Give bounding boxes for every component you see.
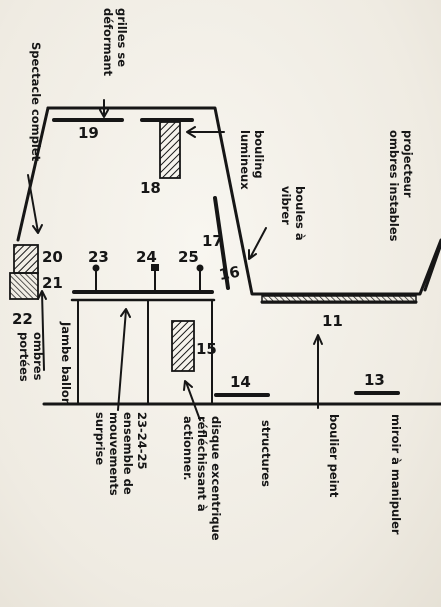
arrow-grilles-head: [99, 109, 109, 118]
label-boules: boules à vibrer: [279, 186, 307, 241]
stage-left-wall: [16, 106, 50, 242]
label-disque-line2: réfléchissant à: [195, 416, 209, 512]
label-ensemble-line3: mouvements: [107, 412, 121, 496]
number-18: 18: [140, 179, 161, 197]
pin-24-head: [151, 264, 159, 271]
number-13: 13: [364, 371, 385, 389]
label-ensemble-line4: surprise: [93, 412, 107, 465]
arrow-disque-head: [183, 380, 193, 391]
arrow-ensemble-head: [120, 308, 131, 318]
label-projecteur-line2: ombres instables: [387, 130, 401, 242]
label-projecteur-line1: projecteur: [401, 130, 415, 198]
label-boules-line1: boules à: [293, 186, 307, 241]
number-16: 16: [218, 263, 242, 284]
label-disque: disque excentrique réfléchissant à actio…: [181, 416, 223, 541]
number-19: 19: [78, 124, 99, 142]
label-spectacle: Spectacle complet: [29, 42, 43, 162]
label-disque-line3: actionner.: [181, 416, 195, 481]
arrow-spectacle-head: [32, 224, 43, 234]
number-23: 23: [88, 248, 109, 266]
arrow-boulier-head: [313, 334, 323, 345]
label-grilles: grilles se déformant: [101, 8, 129, 77]
number-14: 14: [230, 373, 251, 391]
arrow-spectacle: [27, 174, 39, 233]
label-spectacle-text: Spectacle complet: [29, 42, 43, 162]
disque-block: [171, 320, 195, 372]
arrow-disque: [185, 381, 201, 421]
arrow-bouling-head: [186, 126, 196, 138]
number-11: 11: [322, 312, 343, 330]
label-boulier-text: boulier peint: [327, 414, 341, 498]
label-ombres-line2: portées: [17, 332, 31, 382]
number-22: 22: [12, 310, 33, 328]
label-bouling: bouling lumineux: [238, 130, 266, 190]
pin-25-head: [196, 264, 204, 272]
arrow-boules-head: [248, 249, 257, 260]
label-projecteur: projecteur ombres instables: [387, 130, 415, 242]
boulier-floor-strip: [261, 295, 417, 304]
stage-outline: [46, 106, 441, 296]
label-miroir-text: miroir à manipuler: [389, 414, 403, 535]
label-grilles-line1: grilles se: [115, 8, 129, 67]
label-grilles-line2: déformant: [101, 8, 115, 77]
block-20: [13, 244, 39, 274]
label-miroir: miroir à manipuler: [389, 414, 403, 535]
label-jambe: Jambe ballon: [59, 321, 73, 406]
label-boules-line2: vibrer: [279, 186, 293, 225]
arrow-boules: [249, 227, 267, 259]
block-21: [9, 272, 39, 300]
arrow-ensemble: [117, 309, 127, 411]
label-ombres-line1: ombres: [31, 332, 45, 381]
number-17: 17: [202, 232, 223, 250]
label-structures-text: structures: [259, 420, 273, 487]
label-ensemble-line1: 23-24-25: [135, 412, 149, 470]
number-25: 25: [178, 248, 199, 266]
label-ombres: ombres portées: [17, 332, 45, 382]
number-20: 20: [42, 248, 63, 266]
number-24: 24: [136, 248, 157, 266]
label-ensemble-line2: ensemble de: [121, 412, 135, 495]
label-boulier: boulier peint: [327, 414, 341, 498]
number-21: 21: [42, 274, 63, 292]
pin-23-head: [92, 264, 100, 272]
label-bouling-line2: lumineux: [238, 130, 252, 190]
label-bouling-line1: bouling: [252, 130, 266, 179]
vibrer-bar: [213, 196, 230, 290]
label-disque-line1: disque excentrique: [209, 416, 223, 541]
bouling-lumineux-block: [159, 121, 181, 179]
arrow-jambe: [41, 291, 45, 371]
label-jambe-text: Jambe ballon: [59, 321, 73, 406]
label-structures: structures: [259, 420, 273, 487]
projector-edge: [423, 242, 441, 292]
number-15: 15: [196, 340, 217, 358]
label-ensemble: 23-24-25 ensemble de mouvements surprise: [93, 412, 149, 496]
arrow-jambe-head: [37, 290, 47, 300]
